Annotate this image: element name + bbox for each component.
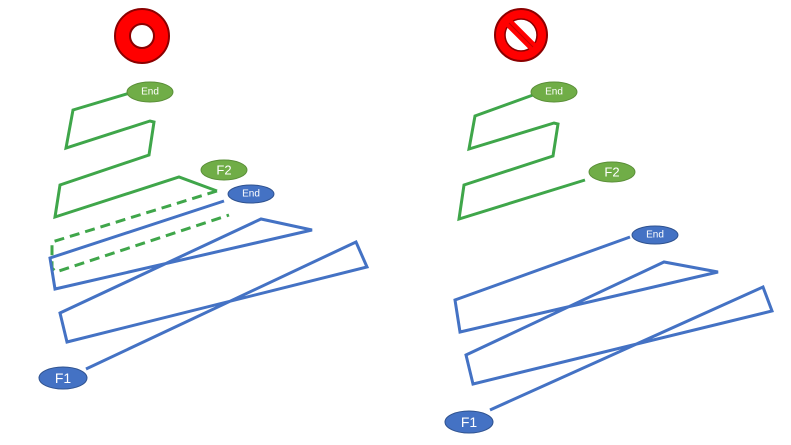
left-green-start-label: F2 [216, 163, 231, 178]
left-blue-end-badge: End [227, 184, 275, 204]
left-panel: End F2 End F1 [38, 8, 370, 390]
right-panel: End F2 End F1 [444, 8, 774, 434]
ok-circle-icon [114, 8, 170, 64]
right-green-path [457, 93, 586, 222]
left-green-path [53, 91, 218, 220]
left-blue-path [48, 199, 370, 371]
right-green-start-label: F2 [604, 165, 619, 180]
right-green-end-label: End [545, 87, 563, 98]
left-green-start-badge: F2 [200, 159, 248, 181]
right-blue-end-badge: End [631, 225, 679, 245]
left-blue-start-label: F1 [55, 370, 72, 386]
right-blue-start-label: F1 [461, 414, 478, 430]
left-blue-end-label: End [242, 189, 260, 200]
right-blue-path [453, 235, 774, 412]
left-green-end-label: End [141, 87, 159, 98]
left-green-end-badge: End [126, 81, 174, 103]
right-green-start-badge: F2 [588, 161, 636, 183]
right-green-end-badge: End [530, 81, 578, 103]
right-blue-start-badge: F1 [444, 410, 494, 434]
right-blue-end-label: End [646, 230, 664, 241]
prohibited-icon [494, 8, 548, 62]
left-green-dashed-path [50, 189, 230, 274]
left-blue-start-badge: F1 [38, 366, 88, 390]
